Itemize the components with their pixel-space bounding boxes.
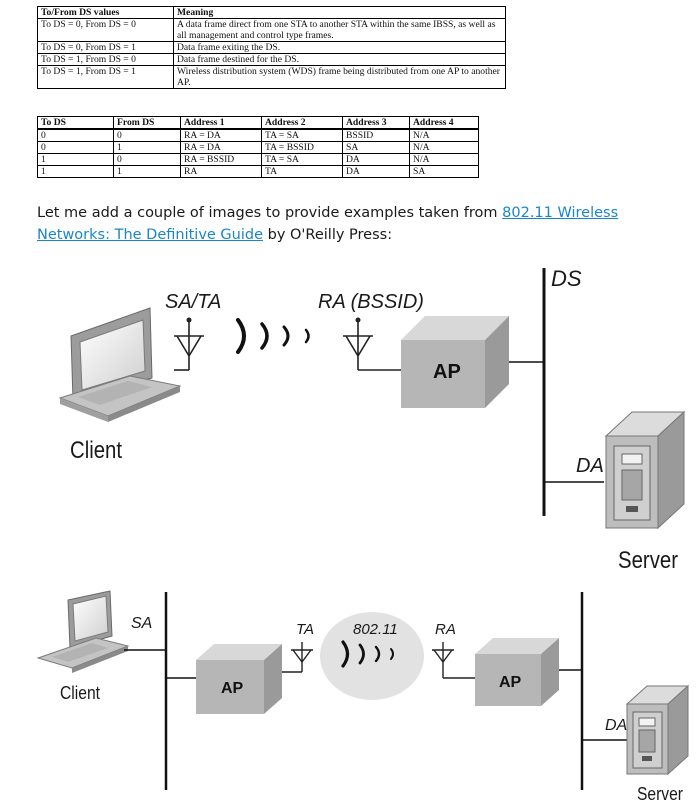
table-header-cell: Address 3 [342, 116, 410, 130]
table-cell: N/A [409, 128, 479, 142]
table-cell: SA [409, 165, 479, 178]
da-label: DA [576, 455, 604, 477]
table-header-row: To/From DS values Meaning [37, 6, 506, 19]
table-row: To DS = 0, From DS = 1 Data frame exitin… [37, 41, 506, 54]
ta-label: TA [296, 621, 314, 638]
table-cell: 1 [37, 165, 114, 178]
table-row: 0 1 RA = DA TA = BSSID SA N/A [37, 141, 479, 154]
table-cell: 0 [113, 153, 181, 166]
paragraph-prefix: Let me add a couple of images to provide… [37, 205, 503, 221]
table-header-cell: Address 4 [409, 116, 479, 130]
laptop-icon [58, 307, 182, 422]
table-cell: To DS = 1, From DS = 0 [37, 53, 174, 66]
table-header-cell: Address 2 [261, 116, 343, 130]
server-icon [604, 410, 686, 530]
table-cell: 0 [113, 128, 181, 142]
table-cell: Data frame destined for the DS. [173, 53, 506, 66]
antenna-icon [432, 642, 475, 679]
client-label: Client [60, 683, 100, 703]
server-label: Server [637, 784, 683, 804]
antenna-icon [343, 320, 401, 371]
table-cell: Wireless distribution system (WDS) frame… [173, 65, 506, 89]
diagram-wds: Client SA AP TA 802.11 [36, 590, 690, 804]
table-cell: TA = SA [261, 153, 343, 166]
table-cell: RA = DA [180, 128, 262, 142]
laptop-icon [36, 590, 130, 673]
table-cell: 0 [37, 128, 114, 142]
table-cell: A data frame direct from one STA to anot… [173, 18, 506, 42]
table-cell: 1 [37, 153, 114, 166]
table-cell: Data frame exiting the DS. [173, 41, 506, 54]
table-cell: BSSID [342, 128, 410, 142]
wireless-standard-label: 802.11 [353, 621, 398, 638]
sa-ta-label: SA/TA [165, 291, 221, 313]
diagram-infrastructure: Client SA/TA RA (BSSID) [58, 266, 686, 574]
table-row: 1 1 RA TA DA SA [37, 165, 479, 178]
table-cell: 1 [113, 165, 181, 178]
access-point-box [196, 644, 282, 714]
table-cell: SA [342, 141, 410, 154]
book-link[interactable]: 802.11 Wireless Networks: The Definitive… [37, 205, 619, 243]
table-header-cell: From DS [113, 116, 181, 130]
access-point-box [475, 638, 559, 706]
table-row: 0 0 RA = DA TA = SA BSSID N/A [37, 128, 479, 142]
table-row: To DS = 1, From DS = 1 Wireless distribu… [37, 65, 506, 89]
table-row: 1 0 RA = BSSID TA = SA DA N/A [37, 153, 479, 166]
client-label: Client [70, 437, 122, 464]
table-cell: DA [342, 165, 410, 178]
network-diagrams: Client SA/TA RA (BSSID) [36, 266, 690, 804]
table-cell: N/A [409, 141, 479, 154]
table-cell: DA [342, 153, 410, 166]
table-cell: RA = BSSID [180, 153, 262, 166]
table-cell: RA = DA [180, 141, 262, 154]
table-header-cell: To DS [37, 116, 114, 130]
antenna-icon [174, 320, 204, 371]
intro-paragraph: Let me add a couple of images to provide… [37, 202, 687, 246]
table-cell: TA = BSSID [261, 141, 343, 154]
radio-waves-icon [236, 318, 310, 354]
table-cell: To DS = 0, From DS = 1 [37, 41, 174, 54]
ds-label: DS [551, 266, 582, 291]
sa-label: SA [131, 615, 152, 632]
table-row: To DS = 1, From DS = 0 Data frame destin… [37, 53, 506, 66]
table-row: To DS = 0, From DS = 0 A data frame dire… [37, 18, 506, 42]
table-cell: To DS = 1, From DS = 1 [37, 65, 174, 89]
antenna-icon [282, 642, 313, 673]
table-header-cell: Meaning [173, 6, 506, 19]
frame-control-table: To/From DS values Meaning To DS = 0, Fro… [37, 6, 506, 89]
table-cell: N/A [409, 153, 479, 166]
ap-label: AP [433, 361, 461, 383]
table-cell: 0 [37, 141, 114, 154]
table-cell: TA [261, 165, 343, 178]
ra-label: RA [435, 621, 456, 638]
paragraph-suffix: by O'Reilly Press: [263, 227, 393, 243]
table-cell: TA = SA [261, 128, 343, 142]
table-cell: 1 [113, 141, 181, 154]
server-icon [625, 684, 690, 776]
table-header-cell: To/From DS values [37, 6, 174, 19]
access-point-box [401, 316, 509, 408]
ra-bssid-label: RA (BSSID) [318, 291, 424, 313]
server-label: Server [618, 547, 678, 574]
table-cell: RA [180, 165, 262, 178]
ap-left-label: AP [221, 680, 244, 697]
table-cell: To DS = 0, From DS = 0 [37, 18, 174, 42]
radio-waves-icon [341, 640, 394, 668]
da-label: DA [605, 717, 627, 734]
table-header-cell: Address 1 [180, 116, 262, 130]
wireless-link-cloud [320, 612, 424, 700]
address-fields-table: To DS From DS Address 1 Address 2 Addres… [37, 116, 479, 178]
table-header-row: To DS From DS Address 1 Address 2 Addres… [37, 116, 479, 130]
ap-right-label: AP [499, 674, 522, 691]
